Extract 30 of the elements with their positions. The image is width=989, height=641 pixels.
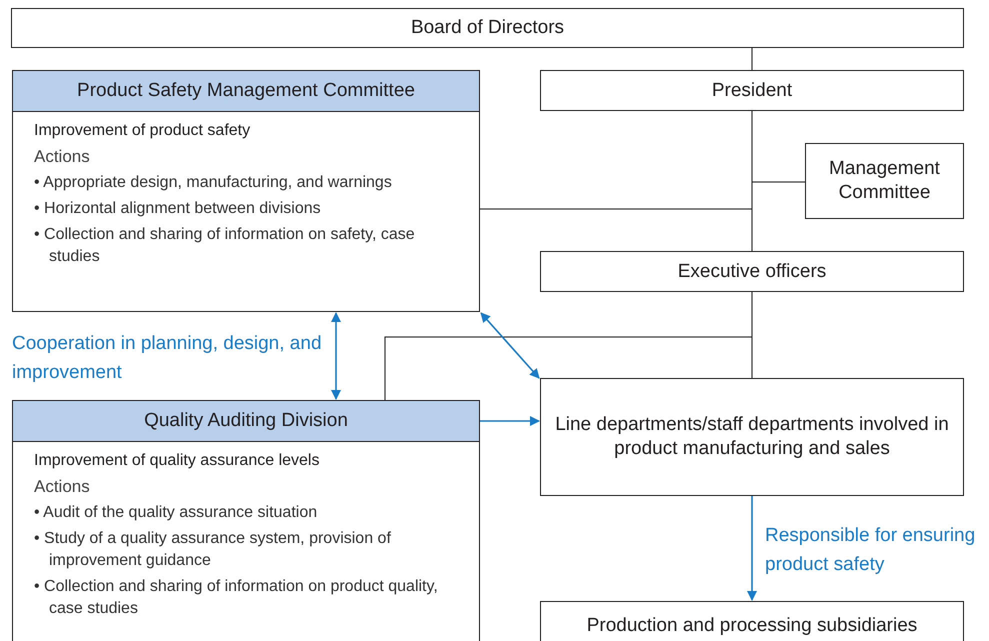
arrow (480, 312, 540, 379)
org-box (540, 378, 964, 496)
bullet-item: • Horizontal alignment between divisions (34, 199, 322, 219)
org-box (11, 8, 964, 48)
bullet-item: • Study of a quality assurance system, provision of improvement guidance (34, 529, 392, 571)
node-label: President (712, 78, 792, 102)
arrow (331, 312, 341, 400)
panel-subheading: Improvement of quality assurance levels (34, 451, 320, 471)
bullet-item: • Collection and sharing of information on product quality, case studies (34, 577, 439, 619)
bullet-item: • Collection and sharing of information on safety, case studies (34, 225, 416, 267)
panel-heading: Quality Auditing Division (13, 401, 479, 442)
committee-panel (12, 70, 480, 312)
node-label: Management Committee (828, 157, 941, 205)
org-box (540, 70, 964, 111)
division-panel (12, 400, 480, 641)
section-label: Actions (34, 476, 91, 498)
org-box (805, 143, 964, 219)
node-label: Executive officers (678, 260, 826, 284)
arrow (747, 496, 757, 601)
org-box (540, 601, 964, 641)
node-label: Production and processing subsidiaries (586, 614, 918, 638)
node-label: Board of Directors (410, 16, 564, 40)
arrow (480, 416, 540, 426)
section-label: Actions (34, 146, 91, 168)
panel-heading: Product Safety Management Committee (13, 71, 479, 112)
org-box (540, 251, 964, 292)
panel-subheading: Improvement of product safety (34, 121, 252, 141)
node-label: Line departments/staff departments involved in product manufacturing and sales (554, 413, 950, 461)
bullet-item: • Audit of the quality assurance situation (34, 503, 318, 523)
bullet-item: • Appropriate design, manufacturing, and warnings (34, 173, 393, 193)
